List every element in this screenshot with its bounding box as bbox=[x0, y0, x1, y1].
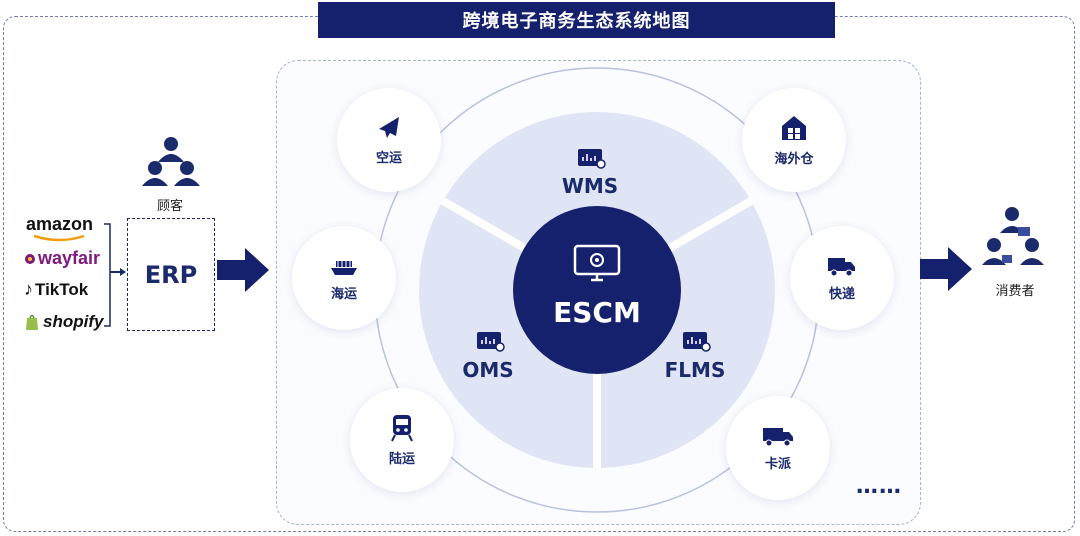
truck-icon bbox=[763, 427, 793, 446]
shopify-bag-icon bbox=[26, 314, 38, 330]
node-air-label: 空运 bbox=[375, 150, 402, 166]
erp-box: ERP bbox=[127, 218, 215, 331]
node-land: 陆运 bbox=[350, 388, 454, 492]
node-air: 空运 bbox=[337, 88, 441, 192]
platform-bracket bbox=[104, 223, 126, 327]
platform-shopify: shopify bbox=[24, 312, 103, 332]
escm-core bbox=[513, 206, 681, 374]
platform-wayfair: wayfair bbox=[24, 248, 100, 269]
ship-icon bbox=[331, 260, 357, 275]
airplane-icon bbox=[379, 116, 399, 138]
diagram-title: 跨境电子商务生态系统地图 bbox=[318, 2, 835, 38]
segment-wms: WMS bbox=[561, 174, 619, 198]
node-land-label: 陆运 bbox=[388, 451, 415, 467]
arrow-to-ecosystem-icon bbox=[217, 248, 269, 292]
escm-label: ESCM bbox=[553, 296, 641, 329]
customer-label: 顾客 bbox=[156, 199, 183, 214]
consumers-icon bbox=[982, 207, 1044, 265]
train-icon bbox=[391, 414, 413, 441]
node-truck-label: 卡派 bbox=[764, 456, 791, 472]
node-overseas-warehouse: 海外仓 bbox=[742, 88, 846, 192]
delivery-van-icon bbox=[828, 257, 855, 276]
node-sea: 海运 bbox=[292, 226, 396, 330]
tiktok-note-icon: ♪ bbox=[24, 279, 33, 299]
platform-tiktok: ♪ TikTok bbox=[24, 279, 89, 299]
more-ellipsis: …… bbox=[856, 474, 902, 499]
segment-oms: OMS bbox=[462, 358, 514, 382]
monitor-gear-icon bbox=[573, 244, 621, 282]
platform-amazon: amazon bbox=[26, 214, 93, 242]
customers-icon bbox=[142, 137, 200, 186]
arrow-to-consumer-icon bbox=[920, 247, 972, 291]
warehouse-icon bbox=[782, 115, 806, 140]
segment-flms: FLMS bbox=[664, 358, 726, 382]
node-express: 快递 bbox=[790, 226, 894, 330]
flms-dashboard-icon bbox=[683, 332, 711, 352]
node-express-label: 快递 bbox=[828, 286, 855, 302]
wayfair-logo-icon bbox=[25, 253, 35, 264]
oms-dashboard-icon bbox=[477, 332, 505, 352]
node-truck: 卡派 bbox=[726, 396, 830, 500]
consumer-label: 消费者 bbox=[995, 284, 1035, 299]
wms-dashboard-icon bbox=[578, 149, 606, 169]
node-sea-label: 海运 bbox=[330, 286, 357, 302]
node-overseas-warehouse-label: 海外仓 bbox=[774, 151, 814, 167]
amazon-smile-icon bbox=[33, 234, 85, 242]
